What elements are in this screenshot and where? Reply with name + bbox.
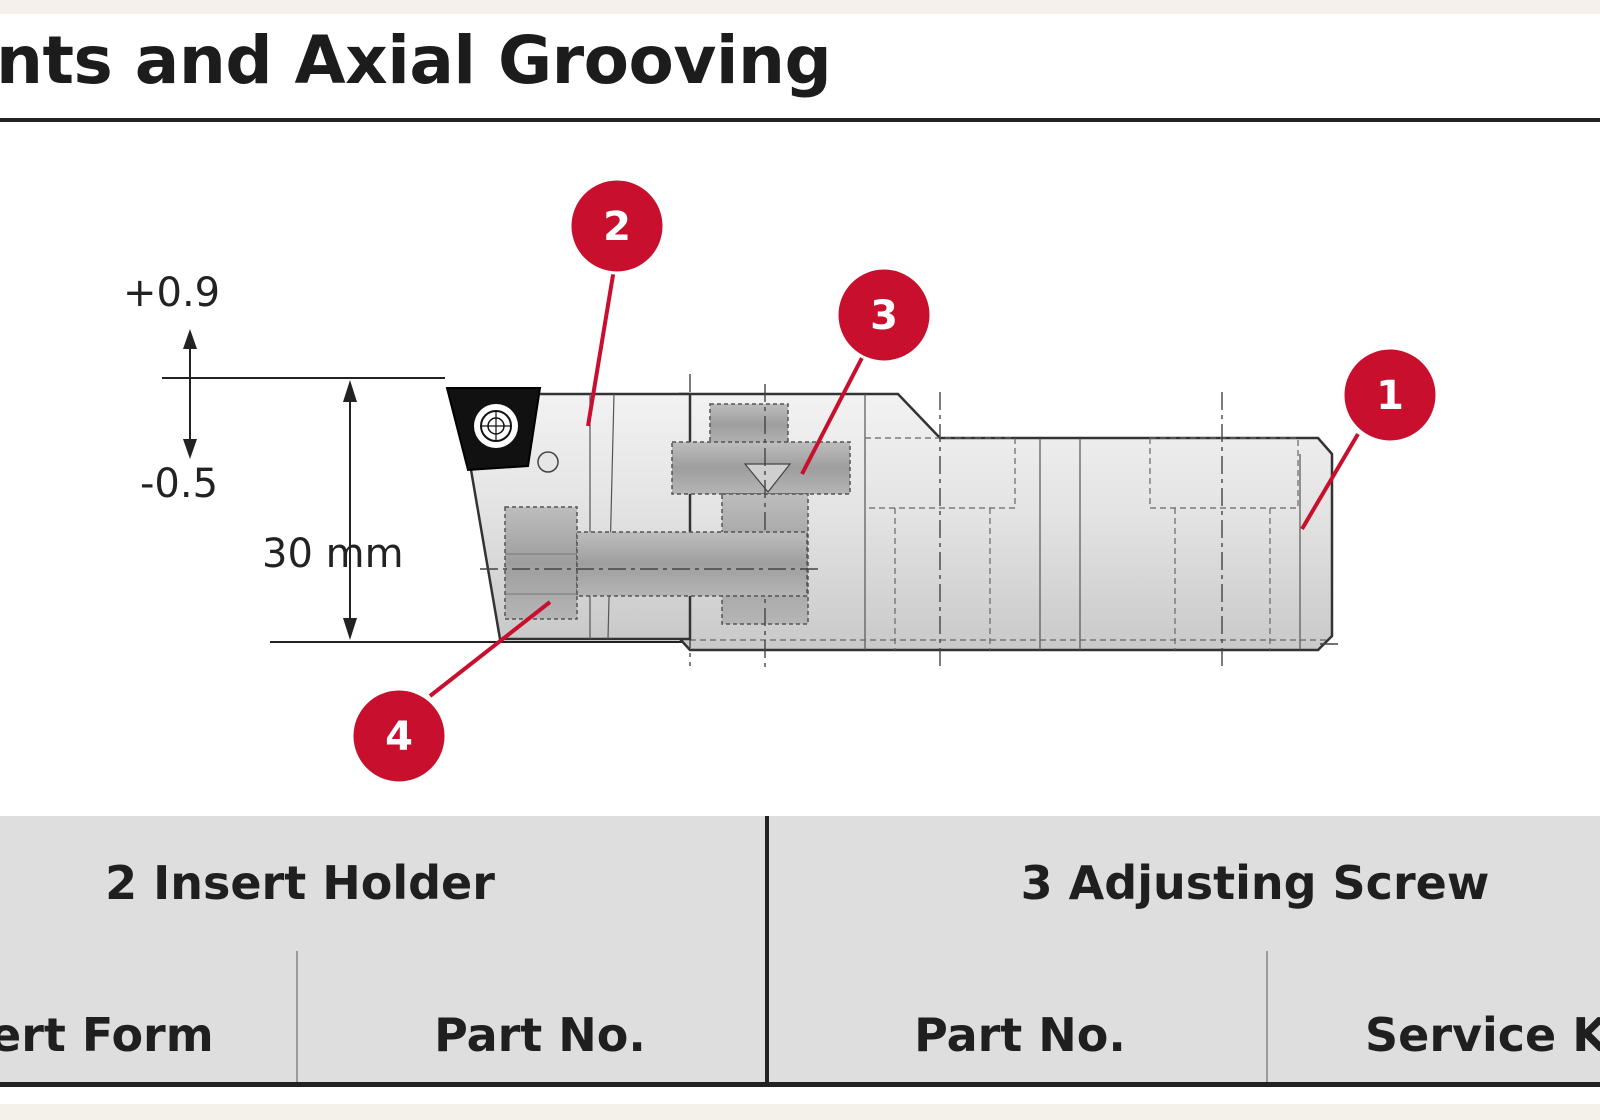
- parts-table-header: 2 Insert Holder 3 Adjusting Screw ert Fo…: [0, 816, 1600, 1086]
- catalog-page: nts and Axial Grooving: [0, 14, 1600, 1104]
- group-header-adjusting-screw: 3 Adjusting Screw: [1020, 856, 1490, 910]
- title-rule: [0, 118, 1600, 122]
- dimension-upper-label: +0.9: [123, 270, 220, 316]
- svg-text:3: 3: [870, 293, 898, 339]
- dimension-lines: [162, 344, 690, 643]
- callout-4: 4: [350, 687, 448, 785]
- dimension-lower-label: -0.5: [140, 461, 218, 507]
- column-divider: [296, 951, 298, 1086]
- callout-leaders: [428, 268, 1360, 698]
- cutting-insert: [445, 387, 542, 472]
- table-bottom-rule: [0, 1082, 1600, 1087]
- callout-1: 1: [1341, 346, 1439, 444]
- dimension-height-label: 30 mm: [262, 531, 404, 577]
- callout-3: 3: [835, 266, 933, 364]
- tool-assembly-diagram: +0.9 -0.5 30 mm: [123, 177, 1439, 785]
- column-header-screw-part-no: Part No.: [914, 1008, 1126, 1062]
- group-header-insert-holder: 2 Insert Holder: [105, 856, 495, 910]
- callout-2: 2: [568, 177, 666, 275]
- svg-text:1: 1: [1376, 373, 1404, 419]
- column-divider: [1266, 951, 1268, 1086]
- svg-text:2: 2: [603, 204, 631, 250]
- clamp-screw: [480, 506, 820, 620]
- column-header-insert-form: ert Form: [0, 1008, 214, 1062]
- column-header-service-key: Service Ke: [1365, 1008, 1600, 1062]
- section-title: nts and Axial Grooving: [0, 22, 832, 99]
- group-divider: [765, 816, 769, 1086]
- svg-text:4: 4: [385, 714, 413, 760]
- column-header-holder-part-no: Part No.: [434, 1008, 646, 1062]
- dimension-arrows: [183, 329, 357, 640]
